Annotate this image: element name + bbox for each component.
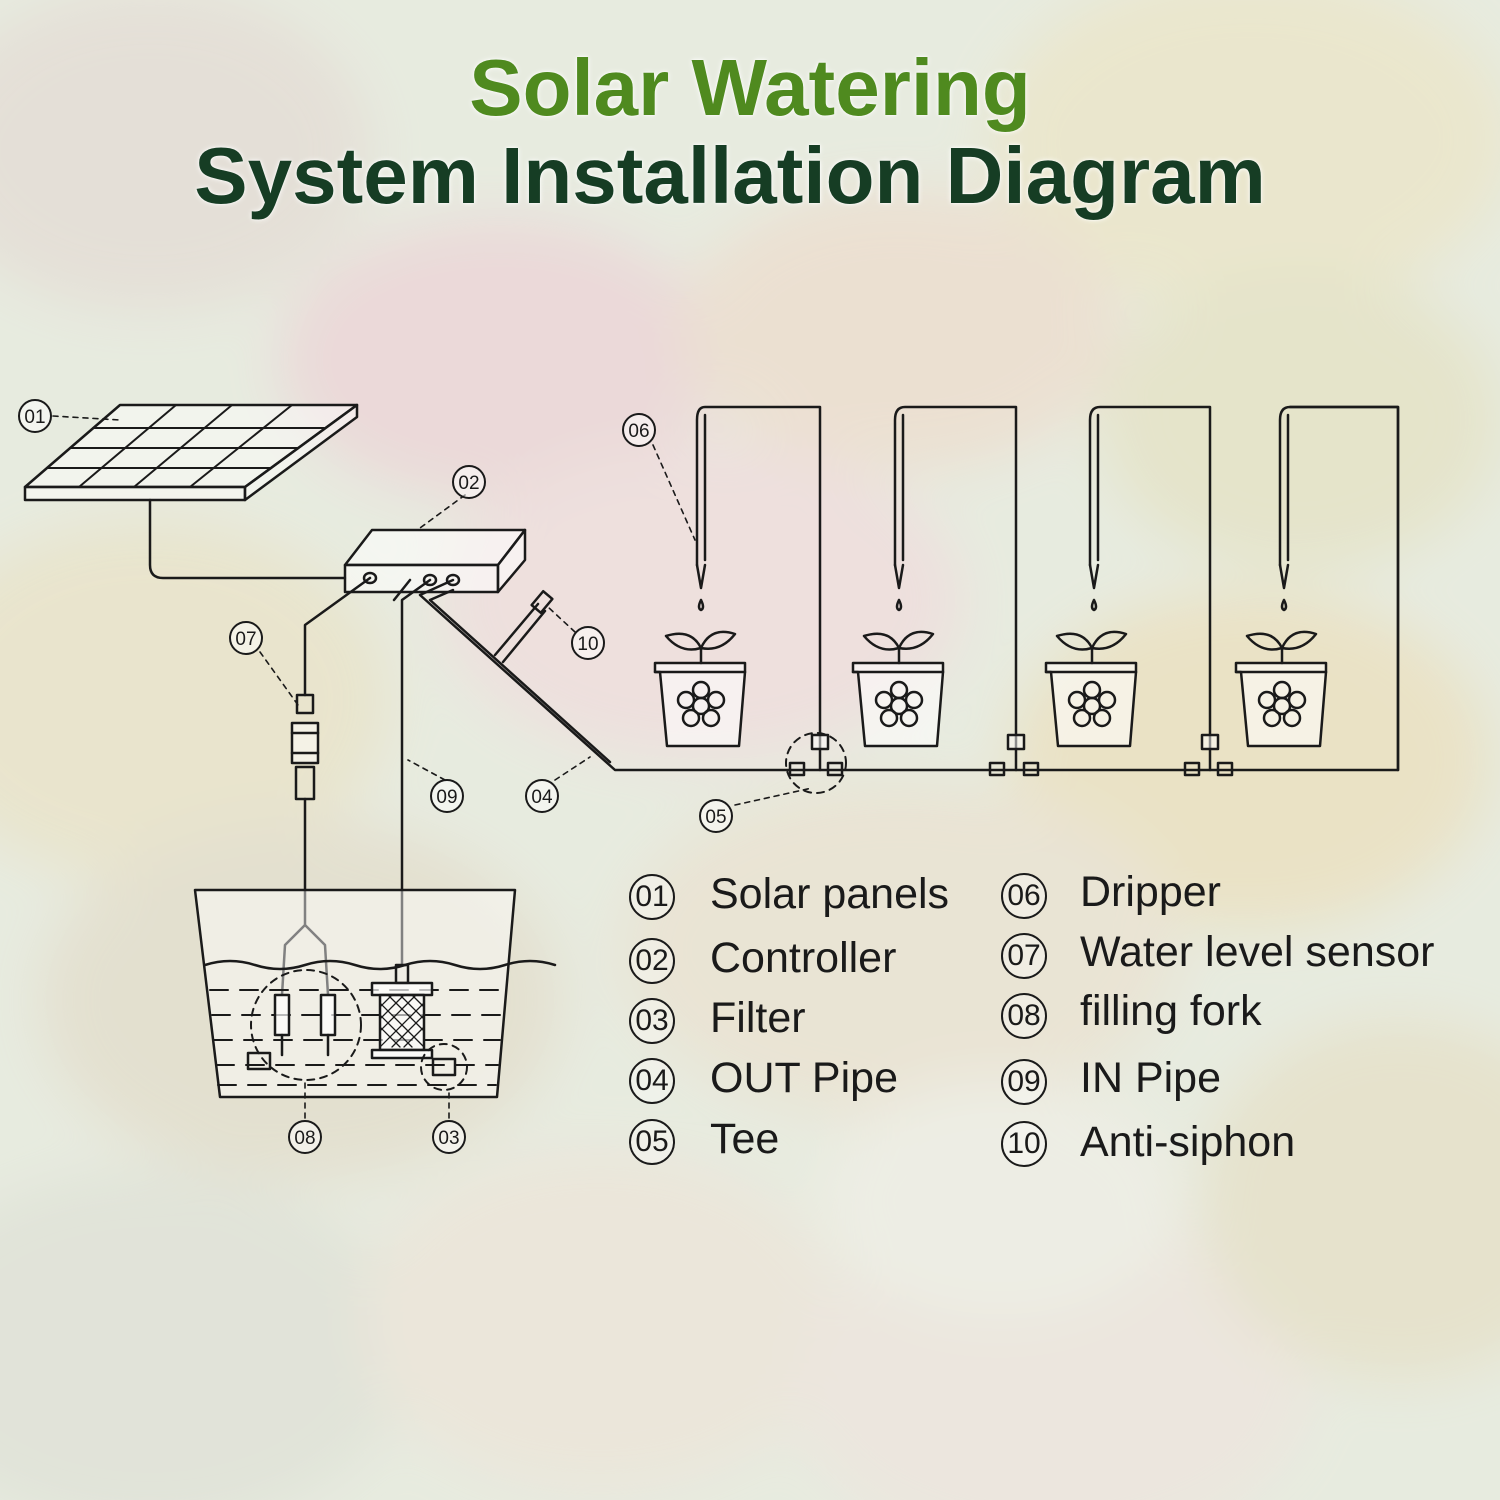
svg-text:10: 10 — [577, 634, 598, 655]
title-line-1: Solar Watering — [469, 43, 1031, 132]
legend-num-09: 09 — [1001, 1059, 1047, 1105]
callout-05: 05 — [699, 799, 733, 833]
svg-text:08: 08 — [294, 1128, 315, 1149]
svg-text:09: 09 — [436, 787, 457, 808]
legend-label-09: IN Pipe — [1080, 1054, 1222, 1102]
legend-label-04: OUT Pipe — [710, 1054, 898, 1102]
callout-02: 02 — [452, 465, 486, 499]
legend-label-07: Water level sensor — [1080, 928, 1435, 976]
legend-label-06: Dripper — [1080, 868, 1221, 916]
legend-label-08: filling fork — [1080, 987, 1262, 1035]
callout-06: 06 — [622, 413, 656, 447]
solar-panel — [23, 403, 359, 502]
legend-num-03: 03 — [629, 998, 675, 1044]
drip-lines — [695, 405, 1400, 777]
water-level-sensor — [290, 693, 320, 801]
legend-num-07: 07 — [1001, 933, 1047, 979]
svg-text:05: 05 — [705, 807, 726, 828]
svg-text:06: 06 — [628, 421, 649, 442]
callout-04: 04 — [525, 779, 559, 813]
legend-num-02: 02 — [629, 938, 675, 984]
in-pipe — [392, 578, 432, 967]
tee-highlight — [785, 732, 847, 794]
svg-text:01: 01 — [24, 407, 45, 428]
callout-07: 07 — [229, 621, 263, 655]
svg-text:03: 03 — [438, 1128, 459, 1149]
water-bucket — [193, 888, 557, 1099]
svg-text:07: 07 — [235, 629, 256, 650]
callout-09: 09 — [430, 779, 464, 813]
legend-label-01: Solar panels — [710, 870, 950, 918]
plant-pots — [653, 630, 1328, 748]
legend-label-02: Controller — [710, 934, 897, 982]
legend-num-08: 08 — [1001, 993, 1047, 1039]
controller — [343, 528, 527, 594]
solar-cable — [148, 498, 347, 580]
legend-num-01: 01 — [629, 874, 675, 920]
title-line-2: System Installation Diagram — [194, 131, 1266, 220]
legend-label-03: Filter — [710, 994, 806, 1042]
sensor-cable — [303, 576, 372, 697]
leader-lines — [52, 415, 813, 1119]
callout-03: 03 — [432, 1120, 466, 1154]
callout-08: 08 — [288, 1120, 322, 1154]
svg-text:02: 02 — [458, 473, 479, 494]
legend-label-05: Tee — [710, 1115, 780, 1163]
legend-label-10: Anti-siphon — [1080, 1118, 1296, 1166]
callout-01: 01 — [18, 399, 52, 433]
svg-text:04: 04 — [531, 787, 553, 808]
legend-num-10: 10 — [1001, 1121, 1047, 1167]
callout-10: 10 — [571, 626, 605, 660]
legend-num-06: 06 — [1001, 873, 1047, 919]
anti-siphon — [493, 589, 554, 664]
legend-num-05: 05 — [629, 1119, 675, 1165]
legend-num-04: 04 — [629, 1058, 675, 1104]
